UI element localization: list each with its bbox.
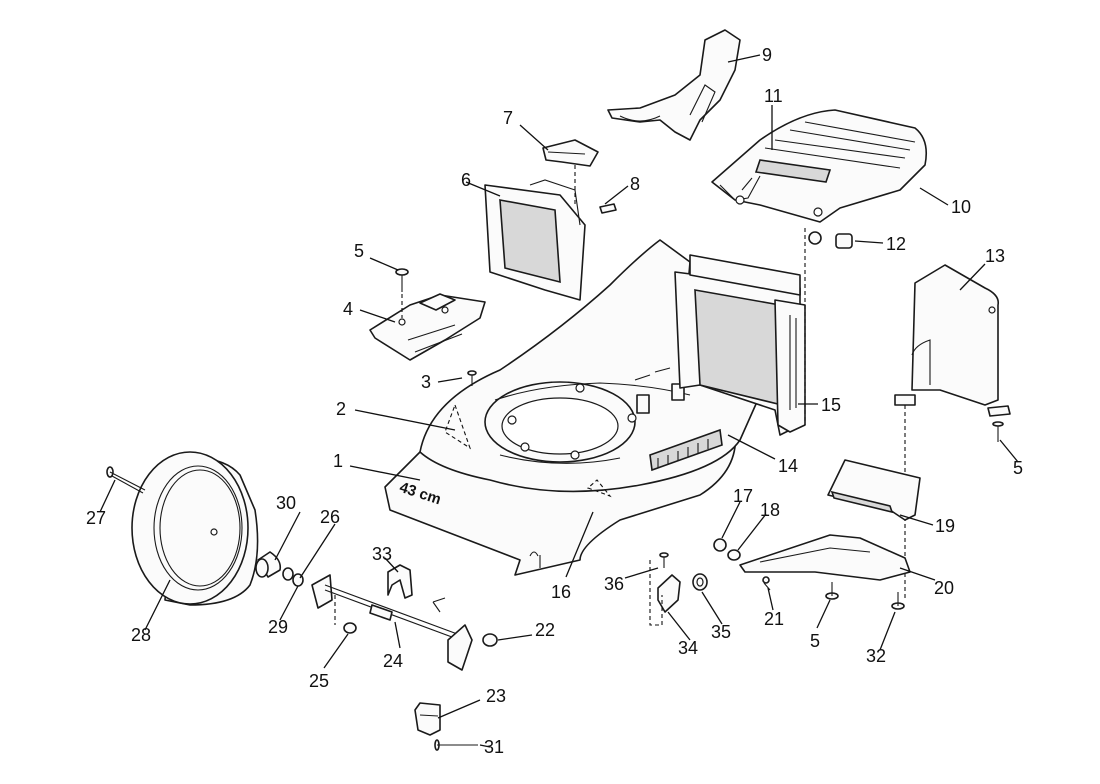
callout-33: 33 xyxy=(372,544,392,564)
callout-30: 30 xyxy=(276,493,296,513)
rear-chute-frame xyxy=(674,254,806,436)
callout-7: 7 xyxy=(503,108,513,128)
callout-5-bottom: 5 xyxy=(810,631,820,651)
bolt-lower-right xyxy=(825,582,905,610)
axle-clip xyxy=(387,564,413,599)
wheel xyxy=(131,451,259,606)
callout-3: 3 xyxy=(421,372,431,392)
height-adjuster xyxy=(649,552,708,626)
callout-8: 8 xyxy=(630,174,640,194)
callout-36: 36 xyxy=(604,574,624,594)
washer-set-right xyxy=(713,538,771,591)
callout-21: 21 xyxy=(764,609,784,629)
side-discharge-cover xyxy=(739,459,921,581)
leader-lines xyxy=(99,54,1019,748)
callout-4: 4 xyxy=(343,299,353,319)
axle-assembly xyxy=(311,574,498,671)
wheel-bolt xyxy=(106,466,146,494)
callout-2: 2 xyxy=(336,399,346,419)
callout-13: 13 xyxy=(985,246,1005,266)
lower-screw xyxy=(434,739,478,751)
callout-labels: 1 2 3 4 5 5 5 6 7 8 9 10 11 12 13 14 15 … xyxy=(86,45,1023,757)
callout-18: 18 xyxy=(760,500,780,520)
callout-14: 14 xyxy=(778,456,798,476)
callout-17: 17 xyxy=(733,486,753,506)
callout-20: 20 xyxy=(934,578,954,598)
cover-nut xyxy=(804,228,853,425)
callout-24: 24 xyxy=(383,651,403,671)
callout-16: 16 xyxy=(551,582,571,602)
screw-top-left xyxy=(395,268,409,318)
callout-28: 28 xyxy=(131,625,151,645)
callout-12: 12 xyxy=(886,234,906,254)
callout-10: 10 xyxy=(951,197,971,217)
callout-9: 9 xyxy=(762,45,772,65)
callout-22: 22 xyxy=(535,620,555,640)
side-flap xyxy=(894,264,1011,600)
callout-11: 11 xyxy=(764,86,783,106)
callout-25: 25 xyxy=(309,671,329,691)
handle-bracket xyxy=(607,29,741,141)
callout-34: 34 xyxy=(678,638,698,658)
rear-flap-assembly xyxy=(484,139,617,301)
callout-5-right: 5 xyxy=(1013,458,1023,478)
callout-6: 6 xyxy=(461,170,471,190)
mower-deck: 43 cm xyxy=(384,239,761,576)
screw-side-flap xyxy=(992,421,1004,442)
callout-35: 35 xyxy=(711,622,731,642)
lower-bracket xyxy=(414,702,441,736)
callout-15: 15 xyxy=(821,395,841,415)
callout-19: 19 xyxy=(935,516,955,536)
callout-29: 29 xyxy=(268,617,288,637)
screw-deck-small xyxy=(467,370,477,386)
callout-32: 32 xyxy=(866,646,886,666)
callout-5-top: 5 xyxy=(354,241,364,261)
callout-31: 31 xyxy=(484,737,504,757)
callout-27: 27 xyxy=(86,508,106,528)
grass-box-cover xyxy=(711,109,928,223)
callout-1: 1 xyxy=(333,451,343,471)
front-plate xyxy=(369,293,486,361)
callout-23: 23 xyxy=(486,686,506,706)
callout-26: 26 xyxy=(320,507,340,527)
wheel-hub-bushing xyxy=(255,551,304,587)
